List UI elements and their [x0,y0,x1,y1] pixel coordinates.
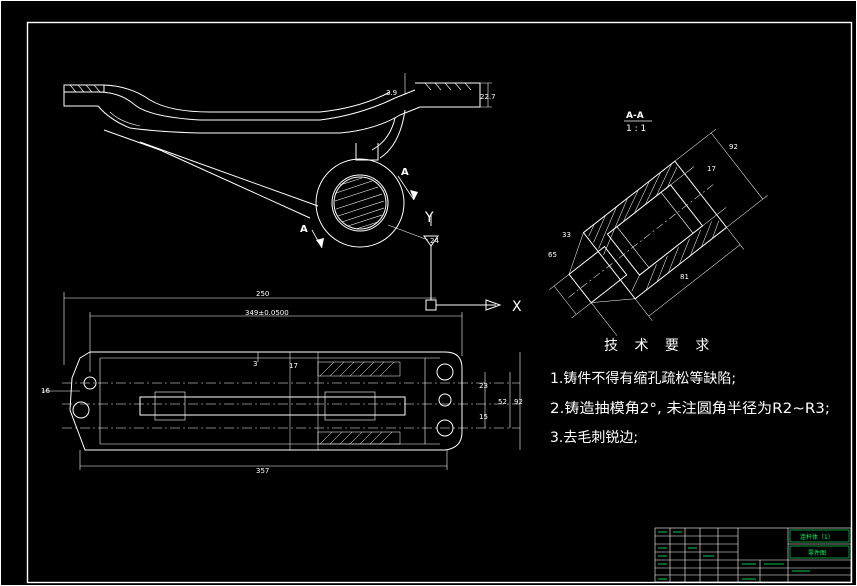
dim-92: 92 [514,398,523,406]
section-view-a-a: A-A 1 : 1 [548,111,768,336]
section-scale: 1 : 1 [626,124,646,134]
plan-view: X 250 349±0.0500 [41,290,523,475]
requirement-2: 2.铸造抽模角2°, 未注圆角半径为R2~R3; [550,401,830,417]
technical-requirements: 技 术 要 求 1.铸件不得有缩孔疏松等缺陷; 2.铸造抽模角2°, 未注圆角半… [550,338,830,446]
axis-y-label: Y [424,210,434,226]
dim-24: 24 [430,237,439,245]
dim-15: 15 [479,413,488,421]
section-dim-81: 81 [680,273,689,281]
dim-22-7: 22.7 [480,93,496,101]
section-dim-17: 17 [707,165,716,173]
title-block-part-name: 连杆体（1） [800,533,834,541]
dim-250: 250 [256,290,269,298]
section-marker-a-lower: A [300,224,308,235]
section-dim-33: 33 [562,231,571,239]
dim-3-9: 3.9 [386,89,397,97]
dim-357: 357 [256,467,269,475]
dim-3: 3 [253,360,257,368]
requirement-1: 1.铸件不得有缩孔疏松等缺陷; [550,370,736,387]
dim-349-tol: 349±0.0500 [245,309,289,317]
requirements-heading: 技 术 要 求 [604,338,715,354]
top-view: 3.9 22.7 A [63,73,496,300]
dim-23: 23 [479,382,488,390]
dim-17: 17 [289,362,298,370]
dim-52: 52 [498,398,507,406]
inner-frame [26,21,853,584]
axis-x-label: X [512,299,522,315]
title-block: 连杆体（1） 零件图 [654,527,852,583]
requirement-3: 3.去毛刺锐边; [550,430,638,446]
section-marker-a-upper: A [401,167,409,178]
section-dim-65: 65 [548,251,557,259]
section-dim-92: 92 [729,143,738,151]
title-block-drawing-no: 零件图 [808,549,826,557]
section-title: A-A [626,111,644,121]
dim-16: 16 [41,387,50,395]
